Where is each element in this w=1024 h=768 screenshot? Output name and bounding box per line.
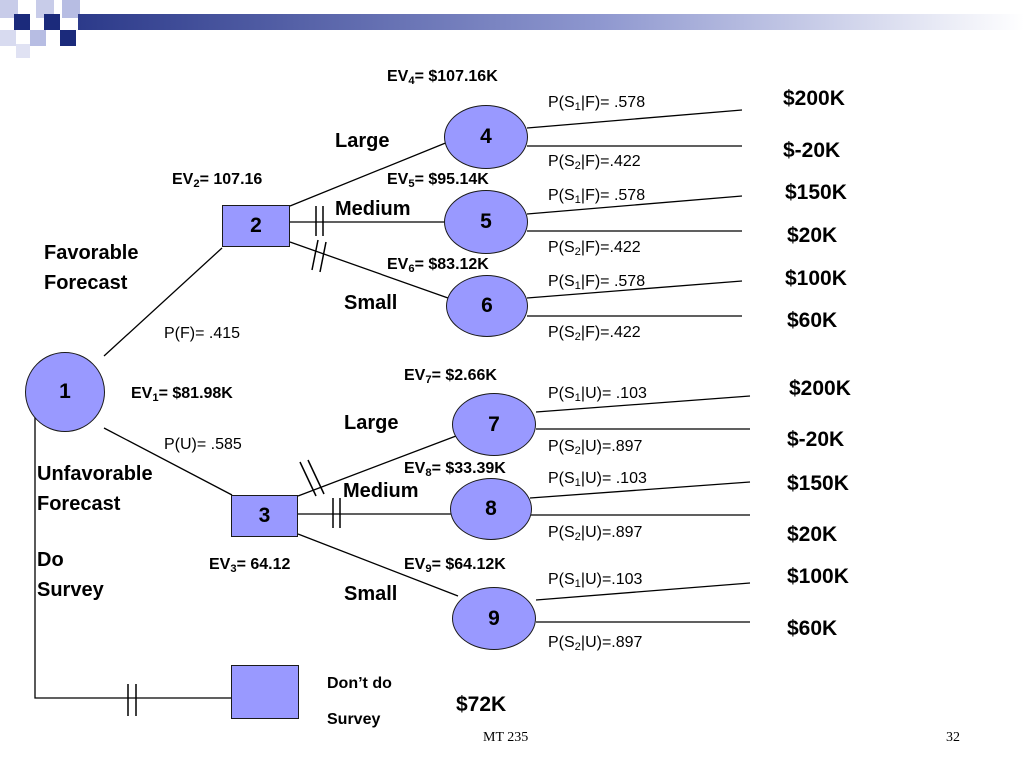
decision-node-3: 3: [231, 495, 298, 537]
payoff-5-s2: $20K: [787, 224, 838, 247]
prob-s1-given-u-node8: P(S1|U)= .103: [548, 470, 647, 489]
medium-label-unfavorable: Medium: [343, 480, 419, 502]
payoff-4-s2: $-20K: [783, 139, 841, 162]
large-label-unfavorable: Large: [344, 412, 399, 434]
prob-s1-given-f-node6: P(S1|F)= .578: [548, 273, 646, 292]
chance-node-6: 6: [446, 275, 528, 337]
edge-1-3: [103, 427, 233, 496]
unfavorable-forecast-line1: Unfavorable: [37, 463, 153, 485]
prob-favorable: P(F)= .415: [164, 325, 241, 342]
edge-2-4: [289, 141, 449, 207]
edge-1-dont-survey: [34, 410, 232, 699]
ev7-label: EV7= $2.66K: [404, 367, 497, 386]
prob-s1-given-u-node9: P(S1|U)=.103: [548, 571, 643, 590]
prob-s2-given-f-node5: P(S2|F)=.422: [548, 239, 641, 258]
payoff-8-s2: $20K: [787, 523, 838, 546]
ev5-label: EV5= $95.14K: [387, 171, 489, 190]
footer-page-number: 32: [946, 730, 960, 745]
decision-node-dont-survey: [231, 665, 299, 719]
dont-survey-line2: Survey: [327, 711, 381, 728]
do-survey-line2: Survey: [37, 579, 104, 601]
chance-node-4: 4: [444, 105, 528, 169]
edge-3-7: [297, 435, 457, 497]
small-label-favorable: Small: [344, 292, 398, 314]
ev9-label: EV9= $64.12K: [404, 556, 506, 575]
payoff-4-s1: $200K: [783, 87, 845, 110]
payoff-7-s1: $200K: [789, 377, 851, 400]
ev4-label: EV4= $107.16K: [387, 68, 498, 87]
edge-6-s1: [526, 280, 743, 299]
chance-node-5: 5: [444, 190, 528, 254]
prob-s1-given-f-node4: P(S1|F)= .578: [548, 94, 646, 113]
prune-marks: [127, 206, 341, 716]
prob-s2-given-u-node9: P(S2|U)=.897: [548, 634, 643, 653]
edge-1-2: [103, 247, 223, 357]
payoff-7-s2: $-20K: [787, 428, 845, 451]
prob-unfavorable: P(U)= .585: [164, 436, 242, 453]
chance-node-1: 1: [25, 352, 105, 432]
prob-s1-given-u-node7: P(S1|U)= .103: [548, 385, 647, 404]
chance-node-7: 7: [452, 393, 536, 456]
edge-9-s1: [535, 582, 751, 601]
edge-8-s1: [529, 481, 751, 499]
ev6-label: EV6= $83.12K: [387, 256, 489, 275]
prob-s2-given-u-node7: P(S2|U)=.897: [548, 438, 643, 457]
chance-node-9: 9: [452, 587, 536, 650]
ev1-label: EV1= $81.98K: [131, 385, 233, 404]
payoff-9-s2: $60K: [787, 617, 838, 640]
chance-node-8: 8: [450, 478, 532, 540]
favorable-forecast-line1: Favorable: [44, 242, 139, 264]
payoff-9-s1: $100K: [787, 565, 849, 588]
edge-5-s1: [526, 195, 743, 215]
ev2-label: EV2= 107.16: [172, 171, 263, 190]
large-label-favorable: Large: [335, 130, 390, 152]
payoff-6-s2: $60K: [787, 309, 838, 332]
ev3-label: EV3= 64.12: [209, 556, 291, 575]
prob-s2-given-u-node8: P(S2|U)=.897: [548, 524, 643, 543]
small-label-unfavorable: Small: [344, 583, 398, 605]
corner-decoration: [0, 0, 1024, 58]
edge-7-s1: [535, 395, 751, 413]
edge-3-9: [297, 533, 459, 597]
payoff-6-s1: $100K: [785, 267, 847, 290]
edge-4-s1: [526, 109, 743, 129]
payoff-5-s1: $150K: [785, 181, 847, 204]
dont-survey-line1: Don’t do: [327, 675, 392, 692]
payoff-8-s1: $150K: [787, 472, 849, 495]
ev8-label: EV8= $33.39K: [404, 460, 506, 479]
favorable-forecast-line2: Forecast: [44, 272, 128, 294]
prob-s2-given-f-node4: P(S2|F)=.422: [548, 153, 641, 172]
footer-course: MT 235: [483, 730, 529, 745]
unfavorable-forecast-line2: Forecast: [37, 493, 121, 515]
payoff-no-survey: $72K: [456, 693, 507, 716]
do-survey-line1: Do: [37, 549, 64, 571]
prob-s1-given-f-node5: P(S1|F)= .578: [548, 187, 646, 206]
prob-s2-given-f-node6: P(S2|F)=.422: [548, 324, 641, 343]
decision-node-2: 2: [222, 205, 290, 247]
medium-label-favorable: Medium: [335, 198, 411, 220]
